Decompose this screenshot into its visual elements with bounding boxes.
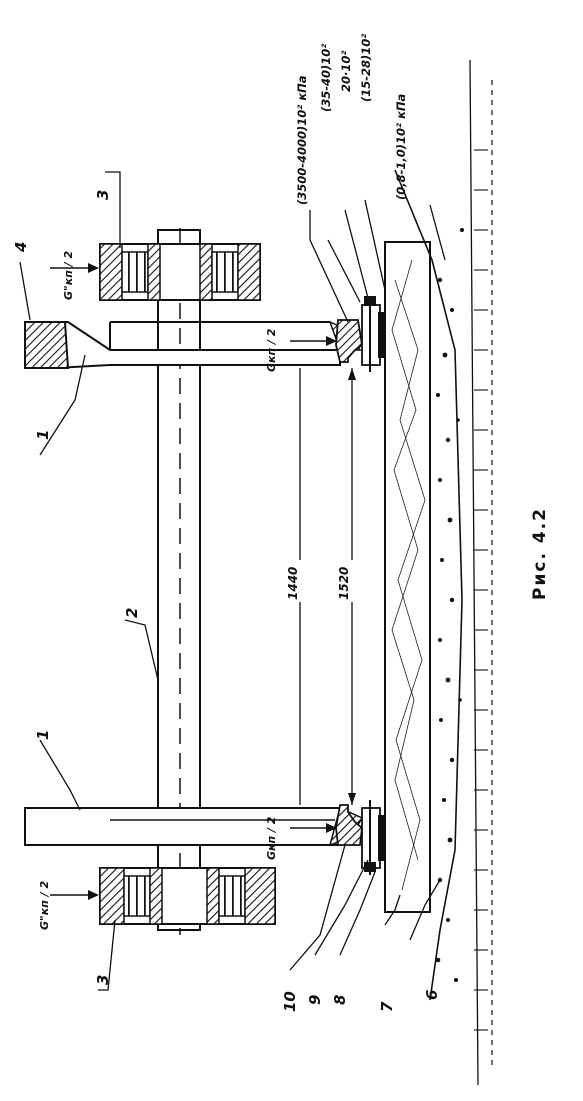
label-1520: 1520: [337, 567, 351, 600]
load-arrows: [50, 263, 337, 900]
leader-lines: [19, 171, 446, 991]
stress-pad: (35-40)10²: [319, 44, 333, 112]
wheel-rim-top: [24, 321, 70, 369]
label-bearing-bottom: 3: [94, 975, 112, 985]
axle-box-bearing-top: [99, 243, 261, 301]
stress-sleeper: (15-28)10²: [359, 34, 373, 102]
axle-box-bearing-bottom: [99, 867, 276, 925]
rail-fastening-bottom: [361, 800, 386, 875]
label-g-rail-bottom: Gкп / 2: [265, 816, 278, 860]
figure-caption: Рис. 4.2: [530, 507, 550, 600]
label-fastening-8: 8: [331, 995, 349, 1005]
label-axle: 2: [123, 608, 141, 618]
ballast-stones: [435, 228, 464, 982]
subgrade-hatching: [474, 149, 488, 1031]
label-fastening-9: 9: [306, 995, 324, 1005]
rail-top: [335, 319, 363, 363]
label-g-rim-bottom: G"кп / 2: [38, 880, 51, 930]
label-1440: 1440: [286, 567, 300, 600]
stress-rail-head: (3500-4000)10² кПа: [295, 75, 309, 205]
label-wheel-top: 1: [34, 430, 52, 440]
ballast-prism: [394, 59, 493, 1086]
stress-labels: (3500-4000)10² кПа (35-40)10² 20·10² (15…: [295, 34, 408, 205]
part-labels: 1 1 2 3 3 4 6 7 8 9 10: [12, 190, 441, 1012]
stress-ballast: (0,8-1,0)10² кПа: [394, 93, 408, 200]
label-g-rail-top: Gкп / 2: [265, 328, 278, 372]
stress-plate: 20·10²: [339, 51, 353, 92]
label-sleeper: 7: [378, 1001, 396, 1012]
label-ballast: 6: [423, 990, 441, 1000]
wheel-bottom: [24, 806, 364, 847]
dimension-labels: 1440 1520: [285, 560, 355, 602]
label-wheel-bottom: 1: [34, 730, 52, 740]
rail-fastening-top: [361, 296, 386, 372]
load-labels: G"кп / 2 G"кп / 2 Gкп / 2 Gкп / 2: [38, 250, 278, 930]
sleeper: [384, 241, 431, 913]
rail-bottom: [335, 804, 363, 846]
label-bearing-top: 3: [94, 190, 112, 200]
label-wheel-rim: 4: [12, 242, 30, 253]
label-g-rim-top: G"кп / 2: [62, 250, 75, 300]
label-rail: 10: [281, 991, 299, 1012]
